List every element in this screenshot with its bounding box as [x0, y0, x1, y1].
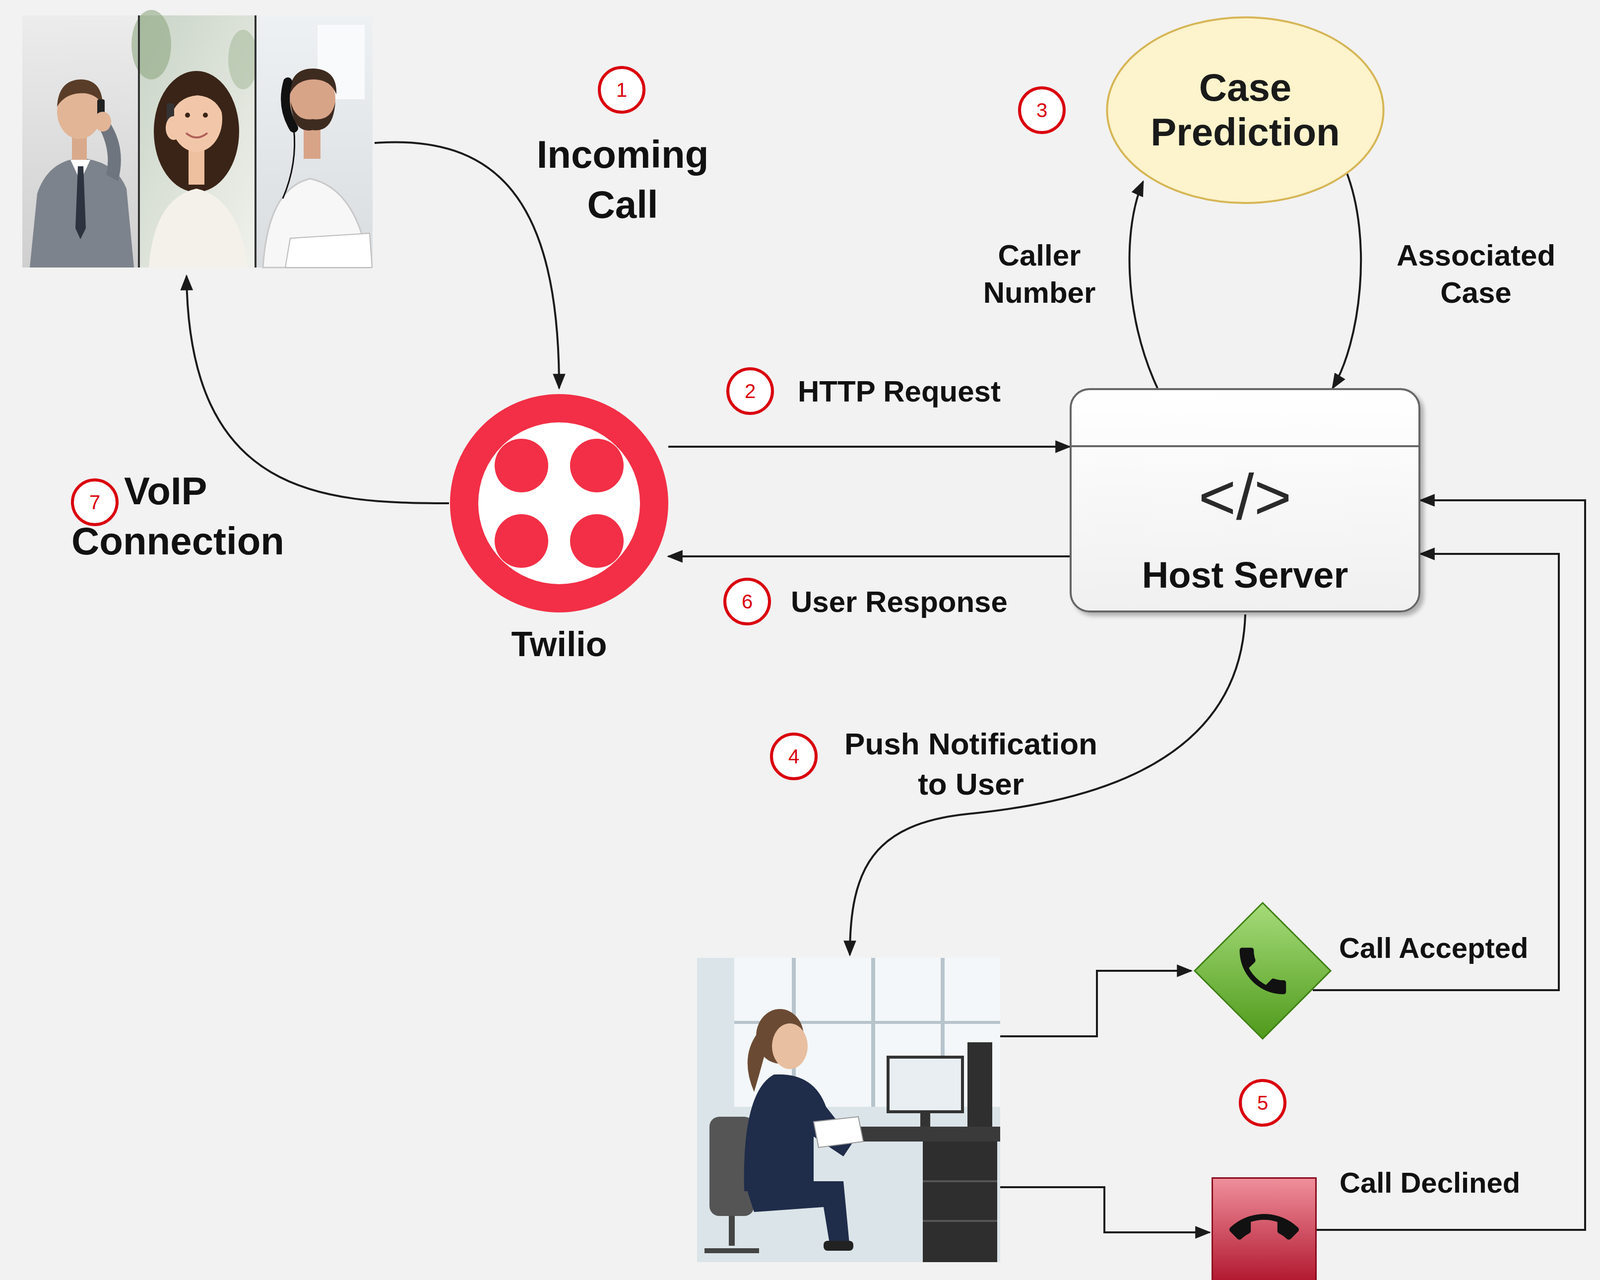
- callers-photo: [22, 9, 373, 268]
- callers-photo: [285, 233, 373, 268]
- nurse-photo: [843, 1126, 1001, 1142]
- callout-digit: 6: [741, 591, 753, 612]
- voip-line: [186, 275, 449, 504]
- logo-label: Twilio: [511, 625, 607, 664]
- callout-digit: 1: [616, 79, 628, 100]
- server-box: </> Host Server: [1069, 387, 1421, 613]
- callout-number: 1: [597, 65, 646, 114]
- connector: [668, 555, 1070, 558]
- callout-number: 5: [1238, 1078, 1287, 1127]
- connector: [1129, 181, 1158, 388]
- twilio-logo: Twilio: [449, 393, 669, 613]
- diamond-shape: [1193, 900, 1333, 1040]
- nurse-photo: [922, 1219, 998, 1222]
- callout-digit: 2: [744, 381, 756, 401]
- callers-photo: [254, 15, 257, 268]
- edge-label: Associated Case: [1391, 236, 1561, 312]
- nurse-photo: [922, 1141, 998, 1262]
- edge-label: HTTP Request: [797, 372, 1001, 410]
- accept-line: [1000, 970, 1192, 1036]
- nurse-photo: [697, 957, 1001, 1262]
- nurse-photo: [813, 1116, 864, 1148]
- callout-number: 6: [723, 577, 771, 626]
- nurse-photo: [823, 1240, 854, 1251]
- nurse-photo: [888, 1056, 963, 1112]
- callers-photo: [148, 188, 249, 268]
- diamond-outline: [1194, 902, 1331, 1039]
- flow-label: Incoming Call: [513, 129, 732, 231]
- nurse-photo: [922, 1179, 998, 1182]
- flow-label: Push Notification to User: [832, 723, 1110, 804]
- callers-photo: [285, 81, 294, 128]
- ellipse-label: Case Prediction: [1138, 65, 1352, 155]
- callers-photo: [94, 111, 112, 132]
- callers-photo: [169, 81, 225, 120]
- nurse-photo: [871, 957, 876, 1107]
- callers-photo: [202, 112, 208, 118]
- callers-photo: [75, 166, 86, 240]
- callout-number: 7: [70, 478, 119, 526]
- twilio-dot: [494, 513, 549, 568]
- connector: [1332, 170, 1361, 388]
- connector: [668, 445, 1070, 448]
- callout-number: 4: [769, 732, 818, 780]
- callers-photo: [282, 128, 295, 199]
- push-line: [849, 614, 1246, 955]
- callout-digit: 5: [1257, 1092, 1269, 1113]
- callers-photo: [57, 79, 103, 107]
- callers-photo: [131, 9, 172, 80]
- decline-line: [1000, 1186, 1210, 1232]
- nurse-photo: [771, 1023, 808, 1069]
- flow-lines: [186, 141, 1246, 1232]
- header-divider: [1071, 445, 1419, 448]
- nurse-photo: [728, 1215, 735, 1246]
- incoming-call-line: [374, 141, 560, 388]
- twilio-ring: [449, 393, 669, 613]
- hangup-icon: [1213, 1178, 1316, 1280]
- callers-photo: [165, 116, 182, 140]
- callout-number: 2: [726, 367, 774, 415]
- twilio-dot: [570, 513, 624, 568]
- decision-label: Call Declined: [1339, 1166, 1521, 1199]
- prediction-ellipse: Case Prediction: [1105, 15, 1386, 205]
- twilio-dot: [494, 438, 549, 493]
- connector: [1312, 553, 1559, 990]
- hangup-shape: [1229, 1213, 1299, 1240]
- flow-label: VoIP Connection: [71, 465, 305, 567]
- ellipse-shape: [1106, 17, 1384, 203]
- edge-label: Caller Number: [977, 236, 1102, 312]
- phone-icon: [1239, 947, 1287, 995]
- callout-number: 3: [1018, 86, 1066, 134]
- callers-photo: [188, 148, 205, 185]
- callers-photo: [289, 68, 337, 95]
- callers-photo: [99, 123, 122, 182]
- accept-diamond: Call Accepted: [1193, 900, 1333, 1040]
- nurse-photo: [697, 957, 1001, 1262]
- callout-digit: 3: [1036, 100, 1048, 121]
- callers-photo: [22, 15, 139, 268]
- twilio-dot: [570, 438, 624, 493]
- callers-photo: [153, 70, 240, 192]
- nurse-photo: [967, 1041, 993, 1127]
- callout-digit: 4: [788, 746, 800, 767]
- server-label: Host Server: [1142, 556, 1348, 594]
- twilio-mark: [449, 393, 669, 613]
- callers-photo: [185, 112, 191, 118]
- nurse-photo: [920, 1111, 931, 1127]
- callers-photo: [255, 15, 373, 268]
- callers-photo: [186, 132, 208, 138]
- decision-label: Call Accepted: [1339, 931, 1529, 964]
- callers-photo: [228, 29, 258, 90]
- twilio-inner: [478, 422, 640, 584]
- callers-photo: [137, 15, 140, 268]
- decline-button: Call Declined: [1211, 1176, 1317, 1280]
- nurse-photo: [704, 1247, 760, 1253]
- callout-digit: 7: [89, 492, 101, 512]
- edge-label: User Response: [790, 582, 1008, 621]
- nurse-photo: [744, 1180, 850, 1243]
- code-symbol: </>: [1198, 464, 1292, 529]
